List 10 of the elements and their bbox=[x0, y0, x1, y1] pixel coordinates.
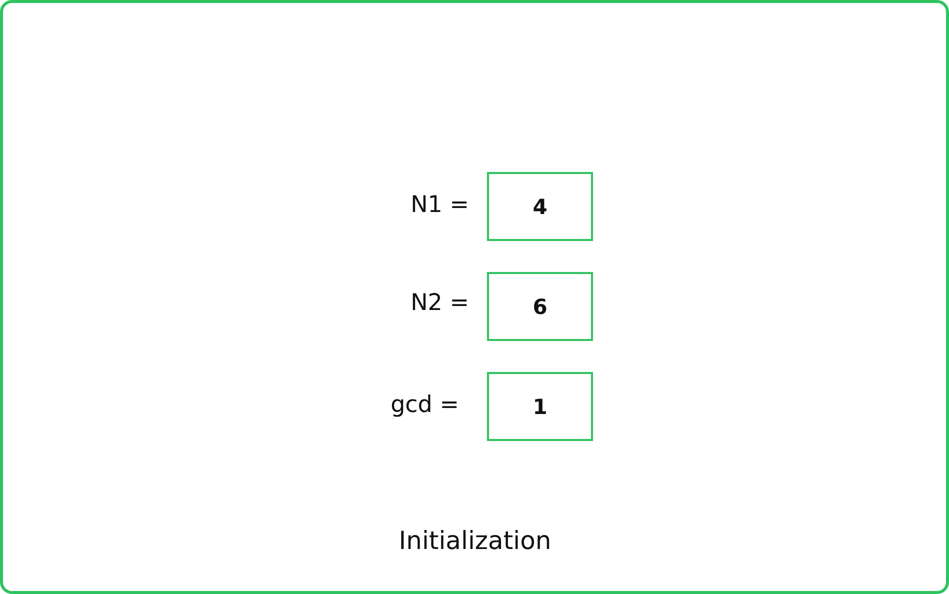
value-text: 4 bbox=[532, 194, 548, 218]
variable-label: N1 = bbox=[410, 192, 469, 218]
variable-label: gcd = bbox=[390, 392, 459, 418]
caption: Initialization bbox=[398, 526, 552, 554]
value-box bbox=[487, 372, 593, 441]
value-box bbox=[487, 272, 593, 341]
value-text: 1 bbox=[532, 394, 548, 418]
value-text: 6 bbox=[532, 294, 548, 318]
variable-label: N2 = bbox=[410, 290, 469, 316]
value-box bbox=[487, 172, 593, 241]
